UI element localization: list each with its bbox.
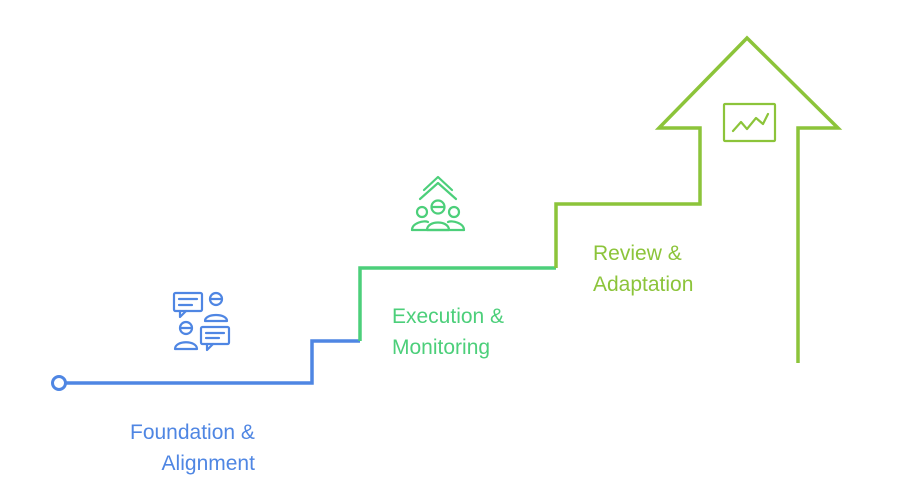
stage-label-execution: Execution & Monitoring [392,301,504,363]
start-node [51,375,67,391]
execution-step-line [358,266,556,341]
stage-title-line1: Review & [593,242,682,265]
stage-title-line1: Execution & [392,305,505,328]
team-growth-icon [410,175,466,232]
people-discussion-icon [172,291,231,352]
stage-label-review: Review & Adaptation [593,238,693,300]
stage-label-foundation: Foundation & Alignment [130,417,255,479]
stage-title-line1: Foundation & [130,421,255,444]
trend-chart-icon [722,102,777,143]
stage-title-line2: Adaptation [593,273,694,296]
stage-title-line2: Monitoring [392,336,491,359]
stage-title-line2: Alignment [161,452,255,475]
foundation-step-line [66,339,360,385]
review-step-line [554,35,843,363]
